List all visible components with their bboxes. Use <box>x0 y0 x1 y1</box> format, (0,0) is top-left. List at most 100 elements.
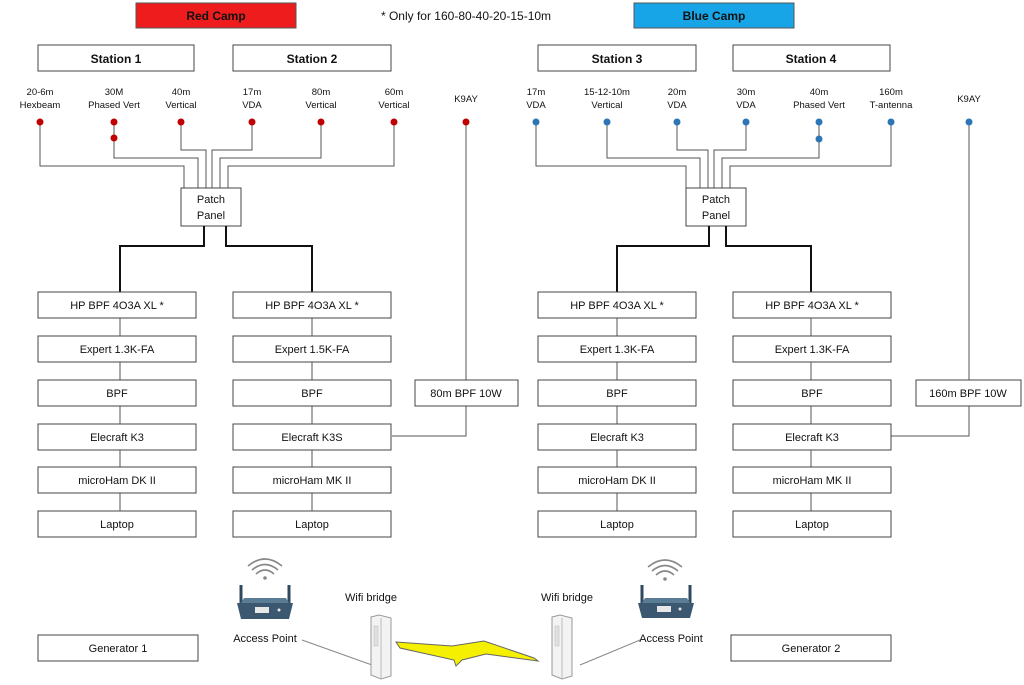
chain-box-label: BPF <box>606 388 628 400</box>
antenna-label: K9AY <box>454 94 478 105</box>
patch-panel-label: Patch <box>702 194 730 206</box>
chain-box-label: BPF <box>801 388 823 400</box>
blue-antenna-labels: 17m VDA 15-12-10m Vertical 20m VDA 30m V… <box>526 87 981 111</box>
antenna-label: 15-12-10m <box>584 87 630 98</box>
chain-box-label: microHam MK II <box>773 475 852 487</box>
rx-filter-label: 80m BPF 10W <box>430 388 502 400</box>
station-1-box <box>37 44 195 72</box>
antenna-dot <box>462 118 470 126</box>
chain-box-label: Laptop <box>100 519 134 531</box>
generator-2-label: Generator 2 <box>782 643 841 655</box>
antenna-label: 40m <box>172 87 191 98</box>
red-camp-banner <box>135 2 297 29</box>
chain-box <box>732 423 892 451</box>
chain-box <box>537 466 697 494</box>
chain-box-label: Expert 1.3K-FA <box>775 344 850 356</box>
chain-box <box>537 291 697 319</box>
wifi-bridge-label: Wifi bridge <box>541 592 593 604</box>
chain-box-label: microHam MK II <box>273 475 352 487</box>
antenna-label: 17m <box>527 87 546 98</box>
antenna-label: Vertical <box>305 100 336 111</box>
antenna-label: 20-6m <box>27 87 54 98</box>
rx-filter-80m <box>414 379 519 407</box>
station-chains: HP BPF 4O3A XL * Expert 1.3K-FA BPF Elecraf… <box>37 291 892 538</box>
chain-box-label: Laptop <box>600 519 634 531</box>
chain-box <box>232 335 392 363</box>
chain-box-label: Laptop <box>795 519 829 531</box>
blue-camp-label: Blue Camp <box>683 9 746 23</box>
station-4-box <box>732 44 891 72</box>
chain-box-label: Elecraft K3 <box>590 432 644 444</box>
wireless-link-bolt-icon <box>395 640 540 667</box>
antenna-label: K9AY <box>957 94 981 105</box>
station-1-label: Station 1 <box>91 52 142 66</box>
chain-box-label: Elecraft K3 <box>785 432 839 444</box>
chain-box-label: Expert 1.3K-FA <box>580 344 655 356</box>
chain-box <box>37 466 197 494</box>
generator-1-box <box>37 634 199 662</box>
antenna-label: 17m <box>243 87 262 98</box>
antenna-label: Vertical <box>591 100 622 111</box>
antenna-label: Hexbeam <box>20 100 61 111</box>
antenna-label: 80m <box>312 87 331 98</box>
chain-box <box>37 423 197 451</box>
chain-box <box>732 335 892 363</box>
chain-box-label: BPF <box>301 388 323 400</box>
chain-box-label: microHam DK II <box>578 475 656 487</box>
wifi-bridge-label: Wifi bridge <box>345 592 397 604</box>
station-2-label: Station 2 <box>287 52 338 66</box>
chain-box <box>732 466 892 494</box>
antenna-label: T-antenna <box>870 100 913 111</box>
red-camp-label: Red Camp <box>186 9 245 23</box>
chain-box <box>37 335 197 363</box>
rx-filter-label: 160m BPF 10W <box>929 388 1007 400</box>
antenna-label: VDA <box>526 100 546 111</box>
access-point-icon <box>237 558 293 619</box>
red-antenna-labels: 20-6m Hexbeam 30M Phased Vert 40m Vertic… <box>20 87 479 111</box>
chain-box <box>537 423 697 451</box>
station-3-label: Station 3 <box>592 52 643 66</box>
chain-box-label: BPF <box>106 388 128 400</box>
antenna-dot <box>248 118 256 126</box>
chain-box-label: microHam DK II <box>78 475 156 487</box>
patch-to-station-lines <box>119 226 812 292</box>
patch-panel-label: Patch <box>197 194 225 206</box>
antenna-dot <box>110 118 118 126</box>
antenna-label: 30m <box>737 87 756 98</box>
ap-bridge-link <box>579 639 641 666</box>
generator-2-box <box>730 634 892 662</box>
antenna-label: Phased Vert <box>88 100 140 111</box>
antenna-dot <box>887 118 895 126</box>
antenna-label: Vertical <box>165 100 196 111</box>
antenna-dot <box>742 118 750 126</box>
blue-camp-banner <box>633 2 795 29</box>
antenna-label: VDA <box>667 100 687 111</box>
red-feedlines <box>39 122 467 437</box>
chain-box-label: Expert 1.3K-FA <box>80 344 155 356</box>
antenna-dot <box>390 118 398 126</box>
chain-box <box>732 510 892 538</box>
access-point-label: Access Point <box>233 633 297 645</box>
station-4-label: Station 4 <box>786 52 837 66</box>
wifi-bridge-icon <box>551 614 573 680</box>
access-point-label: Access Point <box>639 633 703 645</box>
antenna-label: Phased Vert <box>793 100 845 111</box>
chain-box <box>37 291 197 319</box>
antenna-label: VDA <box>736 100 756 111</box>
ap-bridge-link <box>301 639 373 666</box>
patch-panel-label: Panel <box>702 210 730 222</box>
antenna-label: 160m <box>879 87 903 98</box>
chain-box <box>537 379 697 407</box>
antenna-label: 60m <box>385 87 404 98</box>
rx-filter-160m <box>915 379 1022 407</box>
antenna-dot <box>36 118 44 126</box>
antenna-label: Vertical <box>378 100 409 111</box>
antenna-dot <box>815 135 823 143</box>
chain-box-label: Elecraft K3S <box>281 432 342 444</box>
chain-box <box>537 335 697 363</box>
chain-box-label: HP BPF 4O3A XL * <box>70 300 164 312</box>
patch-panel-label: Panel <box>197 210 225 222</box>
antenna-dot <box>532 118 540 126</box>
